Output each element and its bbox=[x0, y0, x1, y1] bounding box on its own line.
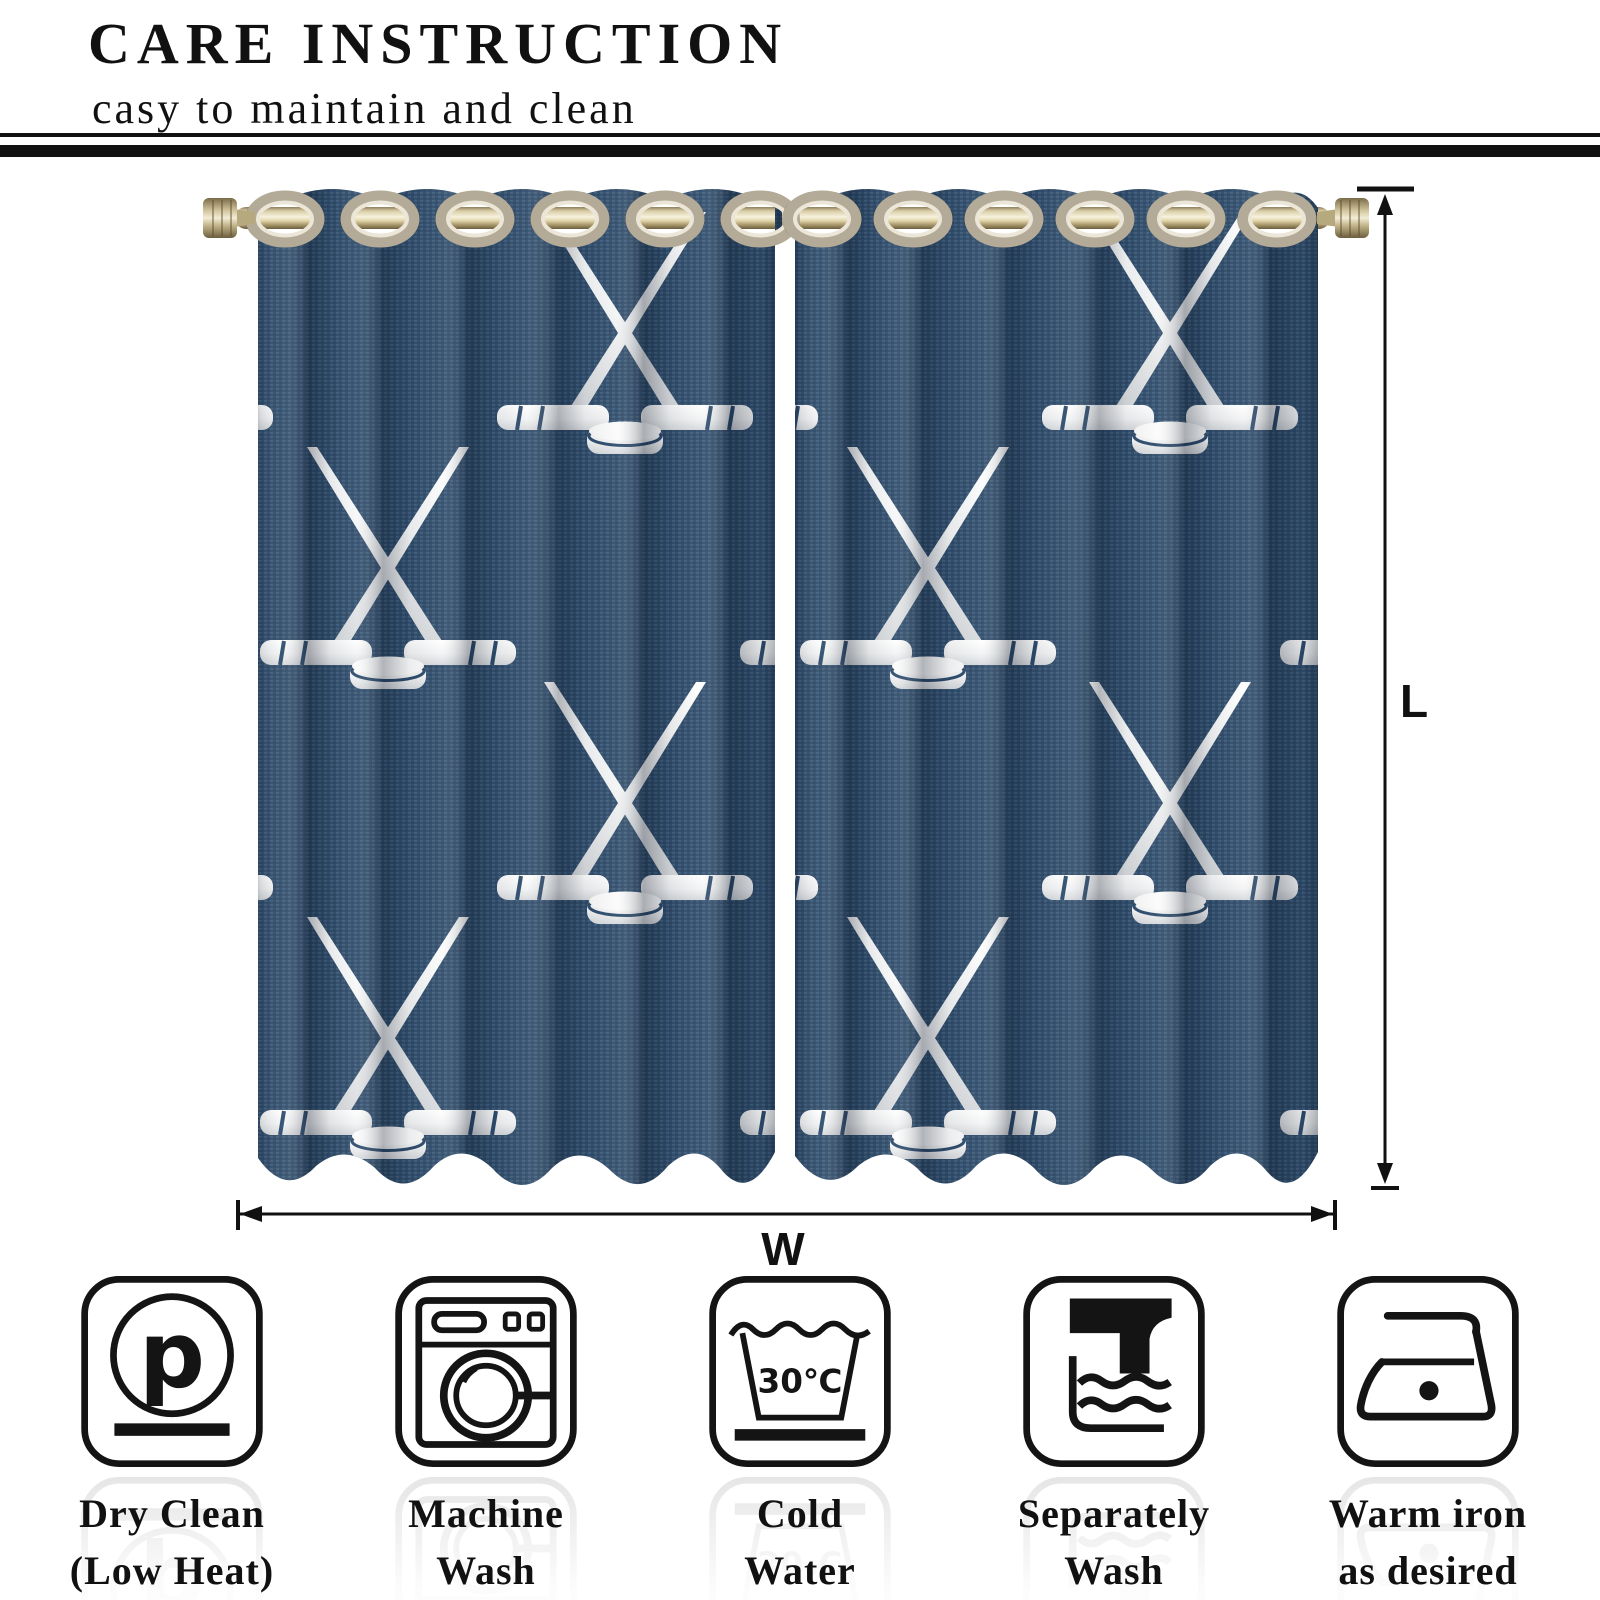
machine-wash-icon bbox=[395, 1276, 577, 1468]
warm-iron-icon bbox=[1337, 1276, 1519, 1468]
left-curtain-panel bbox=[258, 189, 786, 1185]
length-arrow bbox=[1357, 186, 1414, 1190]
care-label: Separately Wash bbox=[1017, 1491, 1211, 1593]
right-curtain-panel bbox=[795, 189, 1318, 1185]
width-dimension-label: W bbox=[761, 1223, 805, 1275]
separately-wash-icon bbox=[1023, 1276, 1205, 1468]
left-finial bbox=[202, 197, 256, 239]
care-label: Machine Wash bbox=[408, 1491, 564, 1593]
care-item-dry-clean: p p Dry Clean (Low Heat) bbox=[52, 1272, 292, 1600]
care-item-machine-wash: Machine Wash bbox=[366, 1272, 606, 1600]
care-label: Warm iron as desired bbox=[1328, 1491, 1528, 1593]
care-label: Dry Clean (Low Heat) bbox=[69, 1491, 275, 1593]
divider-thick-line bbox=[0, 145, 1600, 157]
wash-temperature: 30℃ bbox=[758, 1363, 843, 1401]
dry-clean-low-heat-icon: p bbox=[81, 1276, 263, 1468]
divider-thin-line bbox=[0, 133, 1600, 137]
care-label: Cold Water bbox=[744, 1491, 856, 1593]
dry-clean-letter: p bbox=[139, 1301, 205, 1409]
right-finial-cap bbox=[1317, 198, 1369, 238]
care-item-warm-iron: Warm iron as desired bbox=[1308, 1272, 1548, 1600]
header: CARE INSTRUCTION casy to maintain and cl… bbox=[88, 10, 788, 134]
care-item-separately-wash: Separately Wash bbox=[994, 1272, 1234, 1600]
page-title: CARE INSTRUCTION bbox=[88, 11, 789, 76]
length-dimension-label: L bbox=[1400, 675, 1429, 727]
page-subtitle: casy to maintain and clean bbox=[92, 84, 637, 133]
care-item-cold-water: 30℃ 30℃ Cold Water bbox=[680, 1272, 920, 1600]
width-arrow bbox=[236, 1200, 1337, 1230]
care-icons-row: p p Dry Clean (Low Heat) bbox=[52, 1272, 1548, 1600]
cold-water-icon: 30℃ bbox=[709, 1276, 891, 1468]
